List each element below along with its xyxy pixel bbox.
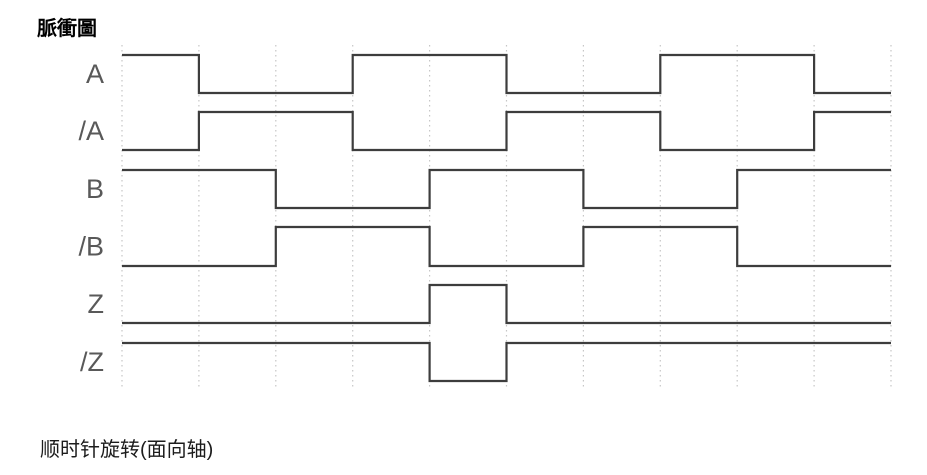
waveform-a: [122, 53, 891, 95]
waveform-not-a: [122, 110, 891, 152]
signal-label-z: Z: [88, 289, 105, 319]
signal-label-not-b: /B: [78, 232, 104, 262]
signal-label-not-a: /A: [78, 116, 104, 146]
signal-label-a: A: [86, 59, 104, 89]
signal-label-not-z: /Z: [80, 347, 104, 377]
waveform-not-b: [122, 225, 891, 268]
waveform-z: [122, 283, 891, 325]
page-title: 脈衝圖: [37, 18, 97, 40]
signal-label-b: B: [86, 174, 104, 204]
waveform-not-z: [122, 341, 891, 383]
rotation-caption: 顺时针旋转(面向轴): [40, 439, 214, 461]
waveform-b: [122, 168, 891, 210]
